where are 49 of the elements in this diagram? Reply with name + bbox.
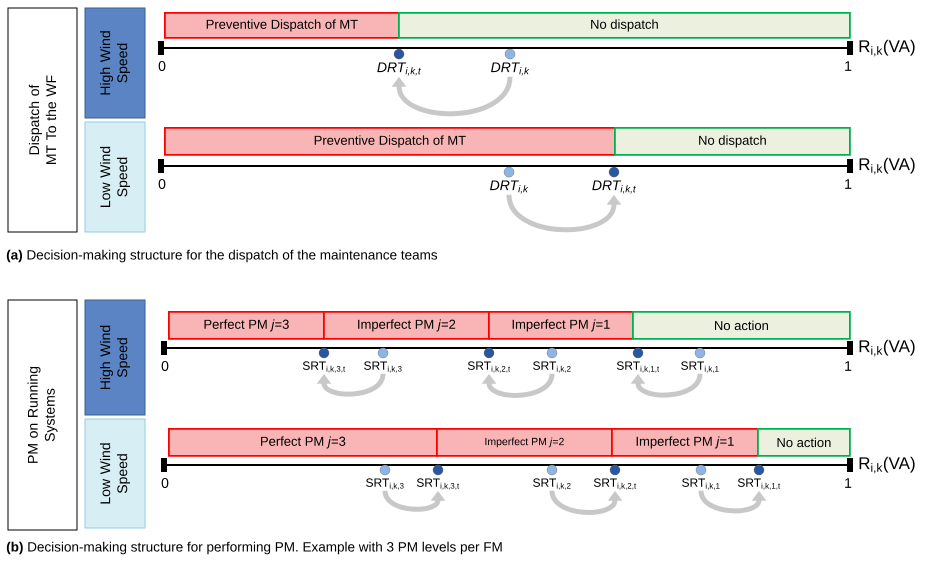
tick-label: 1 [845,478,852,488]
range-bar: Imperfect PM j=2 [436,428,613,457]
node-label: SRT$_{i,k,3}$ [364,361,402,373]
node-label: SRT$_{i,k,1}$ [681,361,719,373]
tick-label: 0 [158,61,166,71]
tick-label: 0 [158,179,166,189]
node-label: SRT$_{i,k,3}$ [366,478,404,490]
range-bar: Perfect PM j=3 [168,428,438,457]
axis-label: R$_{i,k}$(VA) [860,340,915,356]
range-bar: No dispatch [398,12,851,39]
range-bar: Imperfect PM j=2 [323,311,490,340]
range-bar: Imperfect PM j=1 [611,428,759,457]
wind-speed-box: Low Wind Speed [84,122,146,232]
wind-speed-box: High Wind Speed [84,300,146,416]
node-label: DRT$_{i,k}$ [490,180,528,194]
curved-arrow [392,76,512,116]
range-bar: Preventive Dispatch of MT [164,12,400,39]
node-label: SRT$_{i,k,2}$ [533,478,571,490]
tick-label: 1 [845,361,852,371]
section-box: PM on Running Systems [8,300,78,530]
tick-label: 1 [845,61,852,71]
node-label: DRT$_{i,k,t}$ [377,62,421,76]
caption: (a) Decision-making structure for the dispatch of the maintenance teams [6,250,438,262]
range-bar: Preventive Dispatch of MT [164,127,616,156]
axis-label: R$_{i,k}$(VA) [860,158,915,174]
node-label: DRT$_{i,k,t}$ [592,180,636,194]
node-label: SRT$_{i,k,2,t}$ [468,361,510,373]
tick-label: 0 [162,478,168,488]
node-label: SRT$_{i,k,3,t}$ [416,478,460,490]
node-label: SRT$_{i,k,2,t}$ [594,478,636,490]
axis-label: R$_{i,k}$(VA) [860,40,915,56]
wind-speed-box: Low Wind Speed [84,418,146,528]
wind-speed-box: High Wind Speed [84,8,146,118]
node-label: SRT$_{i,k,2}$ [533,361,571,373]
node-label: SRT$_{i,k,1}$ [682,478,720,490]
range-bar: No action [757,428,851,457]
node-label: SRT$_{i,k,3,t}$ [302,361,346,373]
node-label: SRT$_{i,k,1,t}$ [738,478,780,490]
section-box: Dispatch of MT To the WF [8,8,78,232]
axis-label: R$_{i,k}$(VA) [860,456,915,474]
range-bar: No action [632,311,851,340]
node-label: SRT$_{i,k,1,t}$ [616,361,660,373]
range-bar: Imperfect PM j=1 [488,311,634,340]
tick-label: 0 [162,361,168,371]
range-bar: No dispatch [614,127,851,156]
node-label: DRT$_{i,k}$ [491,62,530,76]
range-bar: Perfect PM j=3 [168,311,325,340]
tick-label: 1 [845,179,852,189]
caption: (b) Decision-making structure for performing PM. Example with 3 PM levels per FM [6,542,502,554]
